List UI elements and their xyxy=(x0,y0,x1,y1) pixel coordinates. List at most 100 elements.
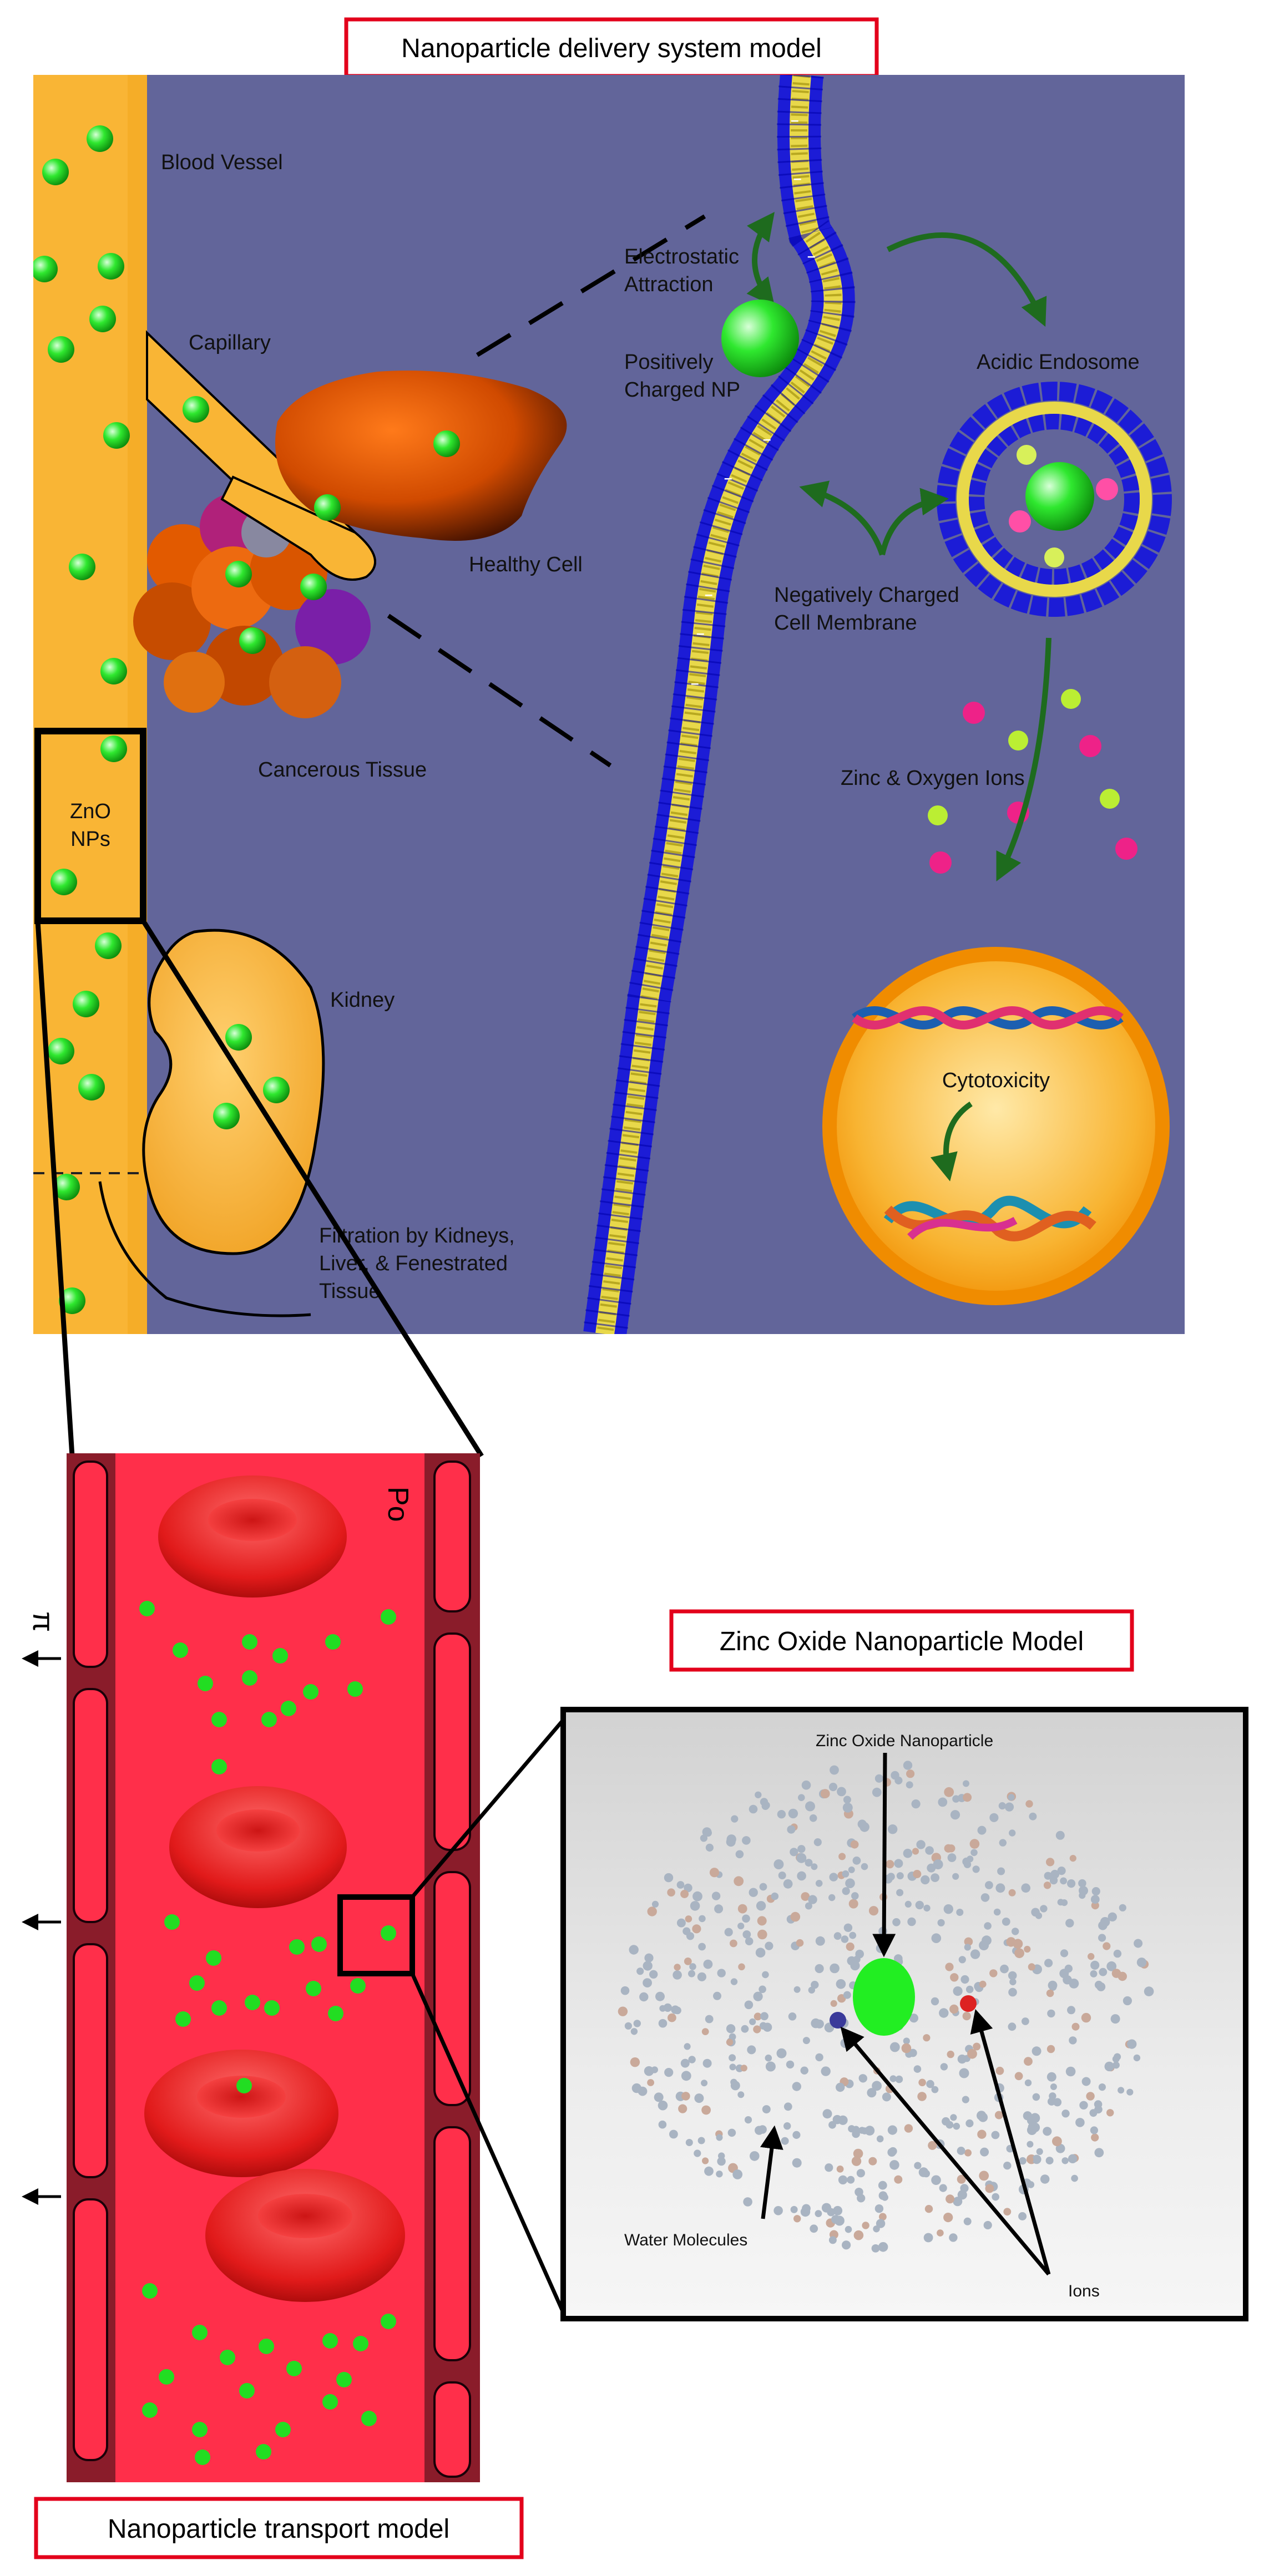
water-molecule xyxy=(908,2048,917,2057)
water-molecule xyxy=(1101,1920,1108,1928)
water-molecule xyxy=(1050,1869,1060,1879)
water-molecule xyxy=(649,1970,658,1979)
zno-callout-box xyxy=(34,728,146,924)
water-molecule xyxy=(944,1787,954,1797)
water-molecule xyxy=(879,2213,887,2221)
water-molecule xyxy=(911,1799,921,1809)
water-molecule xyxy=(741,2025,749,2033)
water-molecule xyxy=(755,2126,764,2135)
water-molecule xyxy=(864,2126,875,2136)
water-molecule xyxy=(697,1972,706,1981)
water-molecule xyxy=(755,1948,766,1958)
water-molecule xyxy=(973,2042,981,2051)
water-molecule xyxy=(688,2056,696,2063)
water-molecule xyxy=(949,2233,958,2242)
delivery-panel: ––– ––– –– Blood Vessel Capillary Health… xyxy=(33,75,1185,1334)
water-molecule xyxy=(685,2139,693,2146)
water-molecule xyxy=(889,2042,900,2052)
water-molecule xyxy=(1028,1963,1035,1971)
water-molecule xyxy=(1009,1829,1016,1837)
water-molecule xyxy=(809,1814,817,1822)
membrane-charges: ––– ––– –– xyxy=(691,111,815,691)
label-electrostatic-line2: Attraction xyxy=(624,273,714,296)
water-molecule xyxy=(730,1939,737,1948)
water-molecule xyxy=(926,2080,934,2088)
water-molecule xyxy=(888,1824,898,1834)
water-molecule xyxy=(977,1825,987,1835)
water-molecule xyxy=(842,1870,850,1878)
nucleus xyxy=(822,947,1170,1305)
water-molecule xyxy=(843,1796,851,1804)
water-molecule xyxy=(837,1787,846,1797)
water-molecule xyxy=(989,1969,998,1977)
water-molecule xyxy=(740,2065,747,2072)
water-molecule xyxy=(1053,2098,1062,2107)
water-molecule xyxy=(922,2169,931,2178)
water-molecule xyxy=(714,1904,724,1914)
water-molecule xyxy=(749,1888,758,1897)
water-molecule xyxy=(848,1866,855,1873)
label-filtration-line1: Filtration by Kidneys, xyxy=(319,1224,515,1248)
water-molecule xyxy=(916,1840,926,1849)
water-molecule xyxy=(825,2163,833,2172)
water-molecule xyxy=(704,2166,714,2176)
water-molecule xyxy=(979,2171,989,2181)
water-molecule xyxy=(939,2184,947,2192)
water-molecule xyxy=(745,1937,754,1945)
water-molecule xyxy=(995,2066,1004,2075)
water-molecule xyxy=(1090,1970,1098,1977)
water-molecule xyxy=(1040,2174,1050,2184)
water-molecule xyxy=(1014,1948,1024,1959)
water-molecule xyxy=(983,2220,992,2230)
water-molecule xyxy=(853,2230,864,2240)
water-molecule xyxy=(849,1931,857,1939)
water-molecule xyxy=(773,1859,784,1869)
water-molecule xyxy=(1094,2148,1104,2158)
water-molecule xyxy=(925,1846,934,1855)
water-molecule xyxy=(950,1973,959,1982)
water-molecule xyxy=(815,1964,824,1974)
water-molecule xyxy=(977,2129,987,2139)
water-molecule xyxy=(644,1953,654,1963)
title-transport: Nanoparticle transport model xyxy=(108,2514,449,2544)
water-molecule xyxy=(913,1870,922,1878)
zno-nanoparticle xyxy=(853,1958,915,2036)
water-molecule xyxy=(792,2158,802,2168)
water-molecule xyxy=(701,2105,711,2115)
water-molecule xyxy=(840,2038,850,2048)
water-molecule xyxy=(694,2149,701,2157)
water-molecule xyxy=(903,1848,913,1858)
water-molecule xyxy=(1008,1889,1016,1896)
water-molecule xyxy=(842,1802,853,1813)
water-molecule xyxy=(730,2078,737,2086)
water-molecule xyxy=(783,2102,792,2111)
water-molecule xyxy=(753,1991,763,2001)
water-molecule xyxy=(887,1873,895,1881)
water-molecule xyxy=(1104,2061,1114,2072)
label-blood-vessel: Blood Vessel xyxy=(161,151,283,174)
water-molecule xyxy=(821,2203,832,2213)
water-molecule xyxy=(1090,2126,1098,2134)
water-molecule xyxy=(1024,2057,1033,2066)
water-molecule xyxy=(1014,2072,1023,2081)
label-acidic-endosome: Acidic Endosome xyxy=(977,351,1140,374)
water-molecule xyxy=(731,1815,739,1823)
water-molecule xyxy=(842,2240,851,2250)
water-molecule xyxy=(1113,2061,1120,2069)
water-molecule xyxy=(815,2019,824,2029)
water-molecule xyxy=(949,2004,959,2014)
water-molecule xyxy=(962,2012,971,2021)
water-molecule xyxy=(1044,1959,1053,1968)
water-molecule xyxy=(1088,1953,1095,1960)
water-molecule xyxy=(852,1856,861,1865)
water-molecule xyxy=(678,2104,687,2113)
water-molecule xyxy=(742,1836,751,1845)
water-molecule xyxy=(664,1873,674,1883)
zoom-line-right xyxy=(141,919,484,1458)
water-molecule xyxy=(801,1892,810,1901)
water-molecule xyxy=(783,1879,793,1889)
water-molecules xyxy=(618,1761,1154,2253)
water-molecule xyxy=(792,2131,801,2139)
water-molecule xyxy=(945,1963,954,1971)
water-molecule xyxy=(732,2169,743,2179)
